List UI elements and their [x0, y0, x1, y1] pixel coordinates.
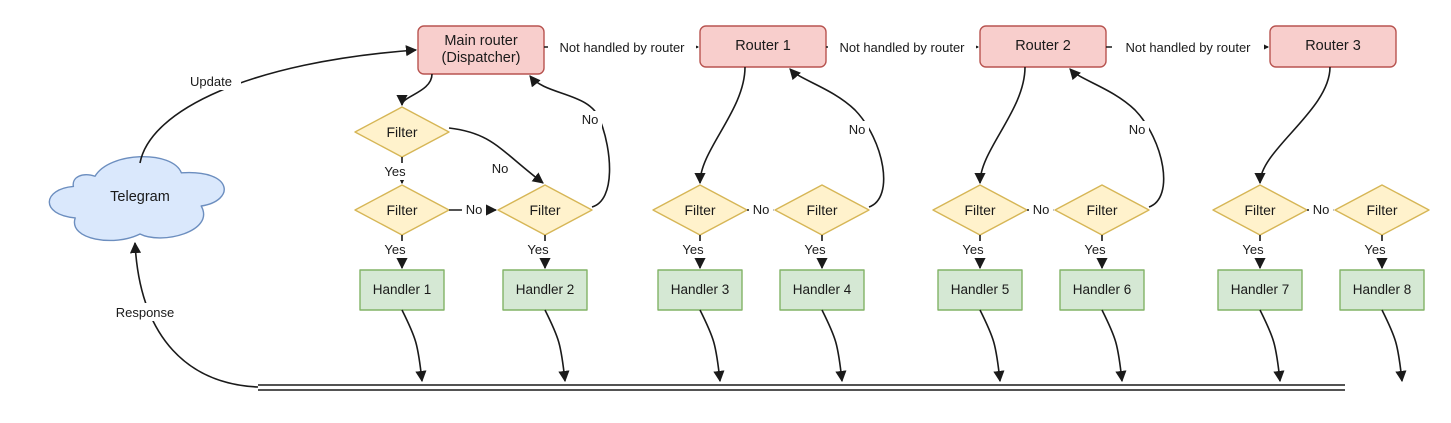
- handler-7[interactable]: [1218, 270, 1302, 310]
- filter-8[interactable]: [1335, 185, 1429, 235]
- router-1[interactable]: [700, 26, 826, 67]
- filter-4[interactable]: [775, 185, 869, 235]
- handler-2[interactable]: [503, 270, 587, 310]
- telegram-cloud[interactable]: [50, 155, 230, 240]
- filter-7[interactable]: [1213, 185, 1307, 235]
- filter-top-main[interactable]: [355, 107, 449, 157]
- handler-1[interactable]: [360, 270, 444, 310]
- handler-5[interactable]: [938, 270, 1022, 310]
- handler-6[interactable]: [1060, 270, 1144, 310]
- filter-2[interactable]: [498, 185, 592, 235]
- filter-5[interactable]: [933, 185, 1027, 235]
- handler-4[interactable]: [780, 270, 864, 310]
- handler-3[interactable]: [658, 270, 742, 310]
- router-2[interactable]: [980, 26, 1106, 67]
- filter-6[interactable]: [1055, 185, 1149, 235]
- filter-1[interactable]: [355, 185, 449, 235]
- filter-3[interactable]: [653, 185, 747, 235]
- main-router[interactable]: [418, 26, 544, 74]
- router-3[interactable]: [1270, 26, 1396, 67]
- handler-8[interactable]: [1340, 270, 1424, 310]
